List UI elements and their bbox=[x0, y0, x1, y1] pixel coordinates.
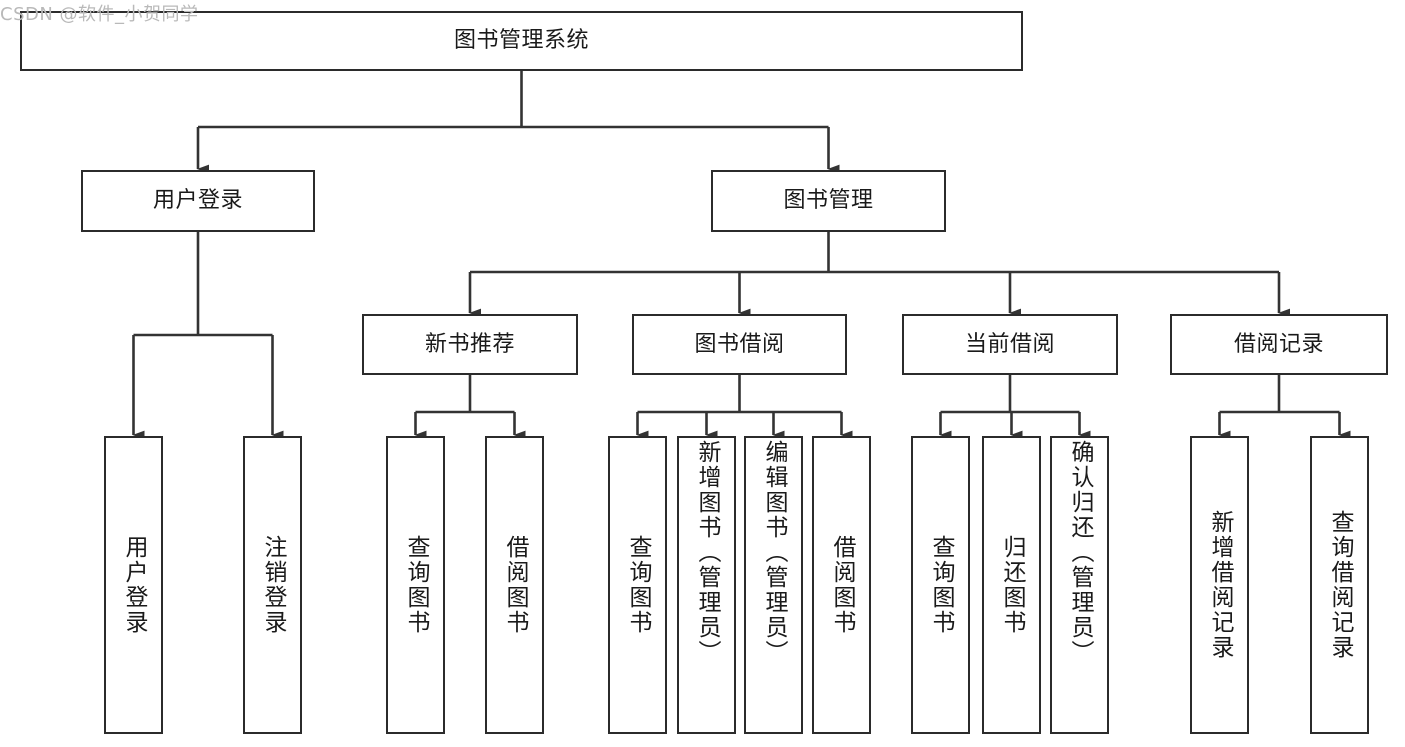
leaf-leaf-query-book-borrow[interactable]: 查询图书 bbox=[608, 436, 667, 734]
node-label: 归还图书 bbox=[999, 535, 1025, 635]
node-label: 查询图书 bbox=[625, 535, 651, 635]
node-book-manage[interactable]: 图书管理 bbox=[711, 170, 946, 232]
node-current-borrow[interactable]: 当前借阅 bbox=[902, 314, 1118, 375]
node-label: 用户登录 bbox=[121, 535, 147, 635]
node-book-borrow[interactable]: 图书借阅 bbox=[632, 314, 847, 375]
leaf-leaf-add-borrow-record[interactable]: 新增借阅记录 bbox=[1190, 436, 1249, 734]
node-label: 查询图书 bbox=[403, 535, 429, 635]
leaf-leaf-borrow-book[interactable]: 借阅图书 bbox=[812, 436, 871, 734]
leaf-leaf-return-book[interactable]: 归还图书 bbox=[982, 436, 1041, 734]
node-label: 当前借阅 bbox=[964, 331, 1055, 357]
leaf-leaf-add-book-admin[interactable]: 新增图书（管理员） bbox=[677, 436, 736, 734]
node-borrow-record[interactable]: 借阅记录 bbox=[1170, 314, 1388, 375]
node-label: 注销登录 bbox=[260, 535, 286, 635]
node-label: 查询图书 bbox=[928, 535, 954, 635]
leaf-leaf-query-book-current[interactable]: 查询图书 bbox=[911, 436, 970, 734]
node-root-root[interactable]: 图书管理系统 bbox=[20, 11, 1023, 71]
leaf-leaf-user-login[interactable]: 用户登录 bbox=[104, 436, 163, 734]
node-label: 编辑图书（管理员） bbox=[761, 440, 787, 665]
leaf-leaf-query-book-rec[interactable]: 查询图书 bbox=[386, 436, 445, 734]
leaf-leaf-borrow-book-rec[interactable]: 借阅图书 bbox=[485, 436, 544, 734]
node-label: 借阅图书 bbox=[502, 535, 528, 635]
leaf-leaf-query-borrow-record[interactable]: 查询借阅记录 bbox=[1310, 436, 1369, 734]
node-label: 新书推荐 bbox=[424, 331, 515, 357]
node-label: 查询借阅记录 bbox=[1327, 510, 1353, 660]
leaf-leaf-edit-book-admin[interactable]: 编辑图书（管理员） bbox=[744, 436, 803, 734]
leaf-leaf-logout-login[interactable]: 注销登录 bbox=[243, 436, 302, 734]
node-new-book-rec[interactable]: 新书推荐 bbox=[362, 314, 578, 375]
node-label: 借阅记录 bbox=[1233, 331, 1324, 357]
node-label: 图书管理 bbox=[783, 188, 874, 214]
node-label: 确认归还（管理员） bbox=[1067, 440, 1093, 665]
leaf-leaf-confirm-return-admin[interactable]: 确认归还（管理员） bbox=[1050, 436, 1109, 734]
node-label: 新增借阅记录 bbox=[1207, 510, 1233, 660]
node-label: 用户登录 bbox=[152, 188, 243, 214]
node-label: 借阅图书 bbox=[829, 535, 855, 635]
node-label: 图书管理系统 bbox=[453, 28, 589, 54]
node-label: 新增图书（管理员） bbox=[694, 440, 720, 665]
node-label: 图书借阅 bbox=[694, 331, 785, 357]
node-user-login[interactable]: 用户登录 bbox=[81, 170, 315, 232]
